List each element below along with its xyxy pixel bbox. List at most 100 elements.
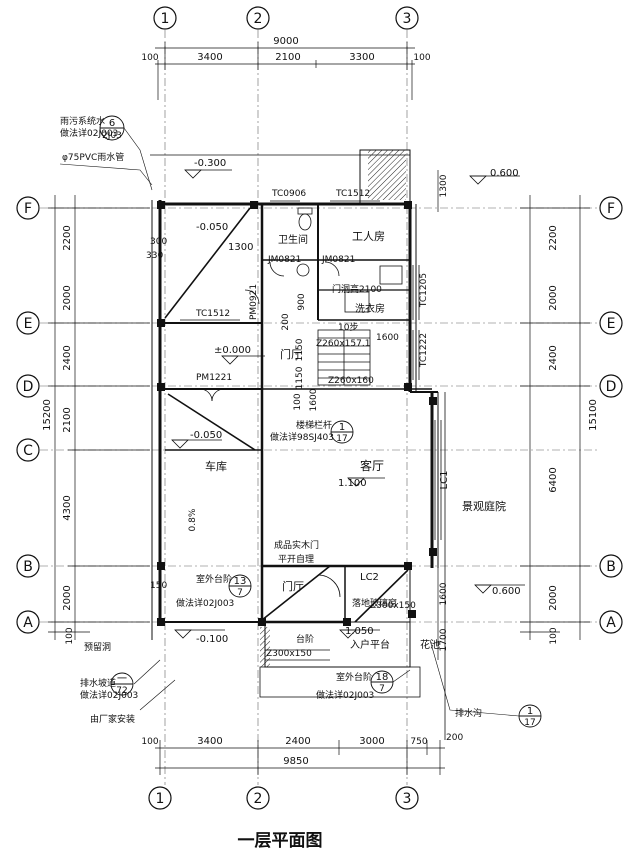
- num-1600: 1600: [376, 333, 399, 343]
- label-pm1221: PM1221: [196, 373, 232, 383]
- dim-right-seg-2: 2400: [548, 345, 559, 370]
- bottom-dimensions: [155, 740, 445, 775]
- num-900: 900: [297, 293, 307, 310]
- axis-label-col3-bottom: 3: [403, 791, 412, 807]
- label-garage-slope: 0.8%: [188, 508, 198, 531]
- detail-mark-4-ref: 17: [524, 718, 535, 728]
- room-flower-bed: 花池: [420, 638, 440, 651]
- dim-right-total: 15100: [588, 399, 599, 431]
- label-outdoor-step-ref: 做法详02J003: [176, 597, 234, 609]
- label-double-door: 平开自理: [278, 553, 314, 565]
- detail-mark-5-ref: 72: [116, 686, 127, 696]
- dim-right-seg-1: 2000: [548, 285, 559, 310]
- axis-label-A-left: A: [23, 615, 33, 631]
- label-outdoor-ramp: 排水坡道: [80, 677, 116, 689]
- label-tc1222: TC1222: [419, 333, 429, 368]
- axis-label-col2-top: 2: [254, 11, 263, 27]
- dim-left-seg-5: 2000: [62, 585, 73, 610]
- hatched-roof-area: [368, 150, 406, 200]
- label-stair-s: Z300x150: [370, 601, 416, 611]
- axis-bubble-col3-top: [395, 6, 419, 30]
- label-jm0821-b: JM0821: [321, 255, 355, 265]
- leader-lines: [59, 127, 520, 717]
- axis-label-B-right: B: [606, 559, 616, 575]
- column-axis-top: 1 2 3: [153, 6, 419, 30]
- num-200: 200: [281, 313, 291, 330]
- axis-label-C-left: C: [23, 443, 33, 459]
- room-hall-upper: 门厅: [280, 347, 302, 361]
- room-garage: 车库: [205, 459, 227, 473]
- detail-mark-5-num: 一: [117, 674, 127, 685]
- detail-mark-0-num: 6: [109, 118, 115, 129]
- detail-mark-1-ref: 17: [336, 434, 347, 444]
- label-wall-ref: 做法详02J003: [80, 689, 138, 701]
- dim-bottom-total: 9850: [283, 756, 308, 767]
- label-stair-z2: Z260x160: [328, 376, 374, 386]
- axis-label-col1-top: 1: [161, 11, 170, 27]
- label-tc0906: TC0906: [271, 189, 306, 199]
- num-1300: 1300: [228, 242, 253, 253]
- level-1050: 1.050: [345, 626, 374, 637]
- row-axis-right: F E D B A: [599, 196, 623, 634]
- windows: [180, 200, 442, 540]
- detail-mark-0-ref: 2J03: [102, 131, 122, 141]
- level-minus-0100: -0.100: [196, 634, 228, 645]
- label-lc2: LC2: [360, 572, 379, 583]
- num-330: 330: [146, 251, 163, 261]
- label-lc2-note: 落地玻璃窗: [352, 597, 397, 609]
- room-garden: 景观庭院: [462, 499, 506, 513]
- num-150: 150: [150, 581, 167, 591]
- label-floor-drain: 排水沟: [455, 707, 482, 719]
- dim-right-seg-4: 2000: [548, 585, 559, 610]
- dim-right-minor-2: 1700: [439, 628, 449, 651]
- axis-label-col2-bottom: 2: [254, 791, 263, 807]
- label-rain-note: 雨污系统水: [60, 115, 105, 127]
- axis-label-F-left: F: [24, 201, 32, 217]
- num-1150-b: 1150: [295, 366, 305, 389]
- dim-bottom-seg-0: 100: [141, 737, 158, 747]
- staircase: [317, 329, 371, 386]
- dim-bottom-seg-1: 3400: [197, 736, 222, 747]
- axis-label-D-right: D: [606, 379, 617, 395]
- num-10-step: 10步: [338, 322, 358, 333]
- drawing-caption: 一层平面图: [237, 831, 323, 851]
- label-outdoor-step: 室外台阶: [196, 573, 232, 585]
- walls: [150, 149, 446, 740]
- room-worker: 工人房: [352, 230, 385, 243]
- label-finish-wood-door: 成品实木门: [274, 539, 319, 551]
- label-stair-s2: Z300x150: [266, 649, 312, 659]
- axis-label-B-left: B: [23, 559, 33, 575]
- dim-bottom-seg-4: 750: [410, 737, 427, 747]
- label-door-2100: 门洞高2100: [332, 283, 382, 295]
- axis-bubble-col3-bottom: [395, 786, 419, 810]
- dim-bottom-seg-5: 200: [446, 733, 463, 743]
- dim-bottom-seg-3: 3000: [359, 736, 384, 747]
- dim-left-seg-2: 2400: [62, 345, 73, 370]
- room-bathroom: 卫生间: [278, 233, 308, 246]
- column-axis-bottom: 1 2 3: [148, 786, 419, 810]
- dim-bottom-seg-2: 2400: [285, 736, 310, 747]
- dim-left-seg-0: 2200: [62, 225, 73, 250]
- structural-columns: [157, 201, 437, 626]
- room-entrance-platform: 入户平台: [350, 638, 390, 651]
- label-frame-note: 由厂家安装: [90, 713, 135, 725]
- label-rainpipe: φ75PVC雨水管: [62, 151, 124, 163]
- hatched-step: [260, 627, 270, 667]
- label-wall-hole: 预留洞: [84, 641, 111, 653]
- sanitary-fixtures: [296, 207, 403, 313]
- axis-label-E-left: E: [24, 316, 33, 332]
- label-pm0921: PM0921: [249, 284, 259, 320]
- axis-label-col3-top: 3: [403, 11, 412, 27]
- axis-label-col1-bottom: 1: [156, 791, 165, 807]
- dim-right-minor-1: 1600: [439, 582, 449, 605]
- dim-right-seg-3: 6400: [548, 467, 559, 492]
- dim-top-seg-3: 3300: [349, 52, 374, 63]
- dim-top-total: 9000: [273, 36, 298, 47]
- axis-bubble-col2-bottom: [246, 786, 270, 810]
- dim-left-total: 15200: [42, 399, 53, 431]
- left-dimensions: [48, 195, 150, 640]
- label-jm0821-a: JM0821: [267, 255, 301, 265]
- level-minus-0050-b: -0.050: [190, 430, 222, 441]
- num-1600-b: 1600: [309, 388, 319, 411]
